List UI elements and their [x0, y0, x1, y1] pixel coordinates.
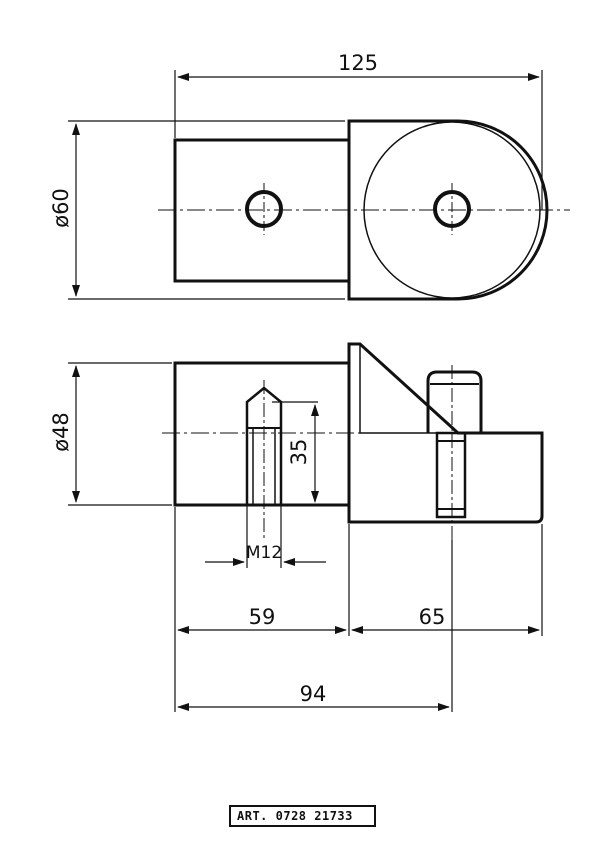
top-view	[158, 119, 570, 301]
bottom-flange-outline	[347, 342, 544, 524]
dimension-59-label: 59	[249, 605, 276, 629]
dimension-dia48-label: ø48	[49, 412, 73, 452]
dimension-m12-label: M12	[246, 543, 282, 563]
dimension-35-label: 35	[287, 439, 311, 466]
bottom-view	[162, 342, 544, 540]
dimension-35	[272, 401, 319, 503]
dimension-94-label: 94	[300, 682, 327, 706]
bottom-tube-outline	[173, 361, 351, 507]
dimension-65-label: 65	[419, 605, 446, 629]
article-number-label: ART. 0728 21733	[229, 805, 376, 827]
dimension-dia60	[68, 120, 345, 300]
dimension-dia60-label: ø60	[49, 188, 73, 228]
bolt-shank	[435, 431, 467, 519]
dimension-125-label: 125	[338, 51, 378, 75]
dimension-59-65	[174, 507, 543, 712]
dimension-125	[174, 70, 543, 210]
dimension-m12	[205, 505, 326, 568]
bolt-head	[426, 370, 483, 433]
top-flange-outline	[347, 119, 549, 301]
dimension-dia48	[68, 362, 172, 506]
